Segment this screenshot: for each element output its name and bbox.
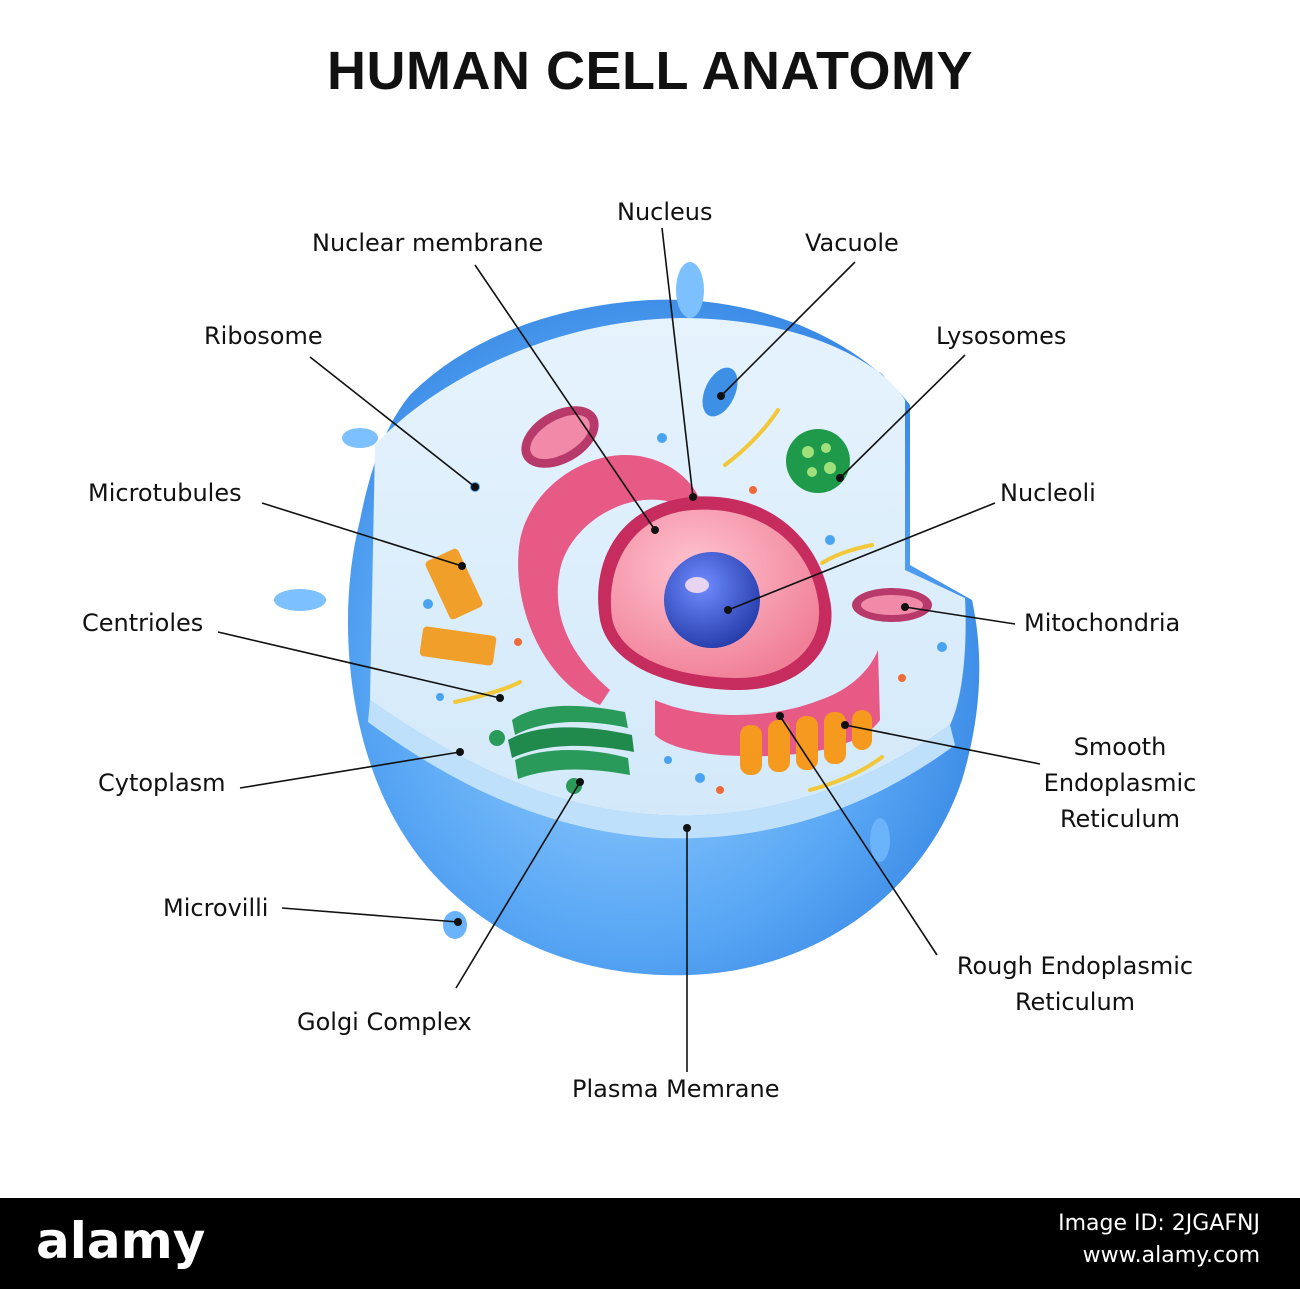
label-nucleoli: Nucleoli	[1000, 479, 1096, 507]
label-golgi-complex: Golgi Complex	[297, 1008, 472, 1036]
nucleus-shape	[598, 496, 832, 690]
label-microvilli: Microvilli	[163, 894, 269, 922]
rough-er-shape	[518, 455, 880, 757]
label-rough-er: Rough Endoplasmic Reticulum	[945, 948, 1205, 1020]
mitochondria-shapes	[521, 406, 932, 622]
filaments	[453, 408, 884, 792]
label-mitochondria: Mitochondria	[1024, 609, 1181, 637]
leader-lines	[217, 227, 1041, 1072]
label-plasma-membrane: Plasma Memrane	[572, 1075, 780, 1103]
label-microtubules: Microtubules	[88, 479, 242, 507]
site-url-text: www.alamy.com	[1082, 1243, 1260, 1268]
watermark-info: Image ID: 2JGAFNJ www.alamy.com	[1058, 1208, 1260, 1272]
label-centrioles: Centrioles	[82, 609, 204, 637]
label-cytoplasm: Cytoplasm	[98, 769, 226, 797]
label-lysosomes: Lysosomes	[936, 322, 1067, 350]
vacuole-shape	[702, 367, 738, 417]
leader-dots	[454, 392, 909, 926]
label-nuclear-membrane: Nuclear membrane	[312, 229, 544, 257]
centriole-shapes	[419, 548, 497, 666]
label-rough-er-line-1: Rough Endoplasmic	[956, 952, 1194, 980]
diagram-title: HUMAN CELL ANATOMY	[327, 41, 973, 101]
label-ribosome: Ribosome	[204, 322, 323, 350]
label-vacuole: Vacuole	[805, 229, 899, 257]
smooth-er-shape	[740, 710, 872, 775]
watermark-logo: alamy	[36, 1212, 206, 1270]
golgi-shape	[489, 705, 634, 794]
label-smooth-er-line-1: Smooth	[1073, 733, 1167, 761]
label-smooth-er-line-2: Endoplasmic	[1043, 769, 1197, 797]
watermark-footer: alamy Image ID: 2JGAFNJ www.alamy.com	[0, 1198, 1300, 1289]
image-id-text: Image ID: 2JGAFNJ	[1058, 1211, 1260, 1236]
label-nucleus: Nucleus	[617, 198, 713, 226]
label-smooth-er: Smooth Endoplasmic Reticulum	[1030, 729, 1210, 837]
lysosome-shape	[786, 429, 850, 493]
label-smooth-er-line-3: Reticulum	[1059, 805, 1181, 833]
label-rough-er-line-2: Reticulum	[1014, 988, 1136, 1016]
